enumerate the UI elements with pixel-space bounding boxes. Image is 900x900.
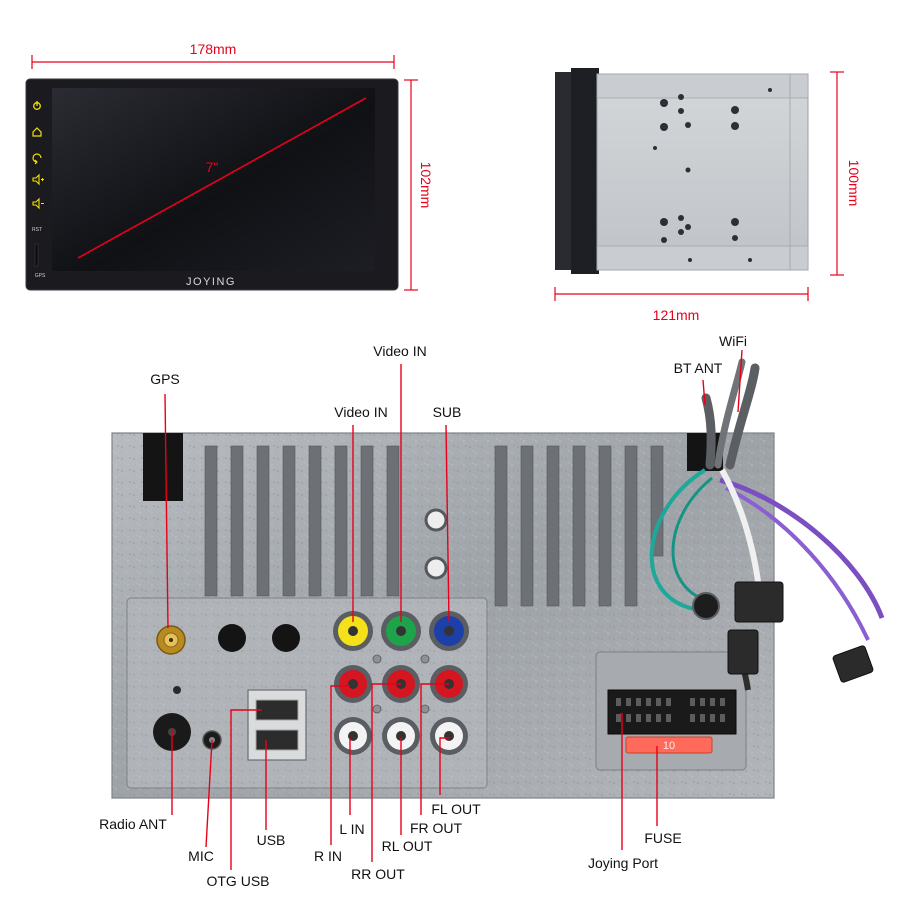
label-joying-port: Joying Port bbox=[588, 855, 658, 871]
gps-housing bbox=[143, 433, 183, 501]
label-fr-out: FR OUT bbox=[410, 820, 463, 836]
gps-antenna-connector bbox=[156, 625, 186, 655]
head-unit-screen bbox=[52, 88, 375, 271]
label-bt-ant: BT ANT bbox=[674, 360, 723, 376]
side-width-label: 121mm bbox=[653, 307, 700, 323]
rca-l-in-white bbox=[334, 717, 372, 755]
otg-usb-port bbox=[255, 699, 299, 721]
callout-mic bbox=[205, 739, 213, 848]
bt-port-hole bbox=[272, 624, 300, 652]
rca-video-in-green bbox=[381, 611, 421, 651]
side-bezel-edge bbox=[555, 72, 575, 270]
side-chassis-panel bbox=[596, 73, 809, 271]
vent-slots bbox=[204, 445, 664, 607]
brand-logo: JOYING bbox=[186, 276, 236, 288]
rca-r-in-red bbox=[334, 665, 372, 703]
callout-lines bbox=[164, 349, 743, 870]
callout-bt-ant bbox=[702, 379, 706, 406]
side-chassis-top-rail bbox=[596, 73, 809, 99]
joying-port-pins bbox=[616, 698, 725, 722]
side-mounting-holes bbox=[653, 88, 772, 262]
label-gps: GPS bbox=[150, 371, 180, 387]
callout-sub bbox=[445, 424, 450, 623]
label-video-in: Video IN bbox=[334, 404, 387, 420]
label-wifi: WiFi bbox=[719, 333, 747, 349]
rear-view: 10 bbox=[111, 358, 885, 799]
side-bezel-lip bbox=[571, 68, 599, 274]
small-screw bbox=[173, 686, 181, 694]
fuse bbox=[625, 736, 713, 754]
home-icon bbox=[32, 127, 42, 137]
rca-fl-out-white bbox=[430, 717, 468, 755]
callout-wifi bbox=[737, 349, 743, 413]
label-rl-out: RL OUT bbox=[382, 838, 433, 854]
label-l-in: L IN bbox=[339, 821, 364, 837]
callout-joying-port bbox=[620, 713, 623, 850]
label-sub: SUB bbox=[433, 404, 462, 420]
label-mic: MIC bbox=[188, 848, 214, 864]
chassis-hole-upper bbox=[424, 508, 448, 532]
callout-r-in bbox=[330, 685, 350, 845]
callout-gps bbox=[164, 393, 169, 629]
purple-wire-harness bbox=[719, 477, 885, 619]
label-usb: USB bbox=[257, 832, 286, 848]
screen-diagonal-line bbox=[77, 97, 367, 259]
front-height-label: 102mm bbox=[418, 162, 434, 209]
usb-port bbox=[255, 729, 299, 751]
label-r-in: R IN bbox=[314, 848, 342, 864]
rca-sub-blue bbox=[429, 611, 469, 651]
port-labels: GPS Video IN Video IN SUB BT ANT WiFi Ra… bbox=[99, 333, 747, 889]
purple-wire-harness-2 bbox=[725, 486, 870, 641]
joying-port bbox=[607, 689, 737, 735]
rca-video-in-yellow bbox=[333, 611, 373, 651]
purple-wire-plug bbox=[832, 645, 874, 683]
side-height-label: 100mm bbox=[846, 160, 862, 207]
callout-otg-usb bbox=[230, 709, 262, 870]
green-wire-harness bbox=[649, 468, 707, 612]
bt-antenna-cable bbox=[701, 393, 716, 470]
rca-rl-out-white bbox=[382, 717, 420, 755]
power-icon bbox=[33, 101, 41, 110]
volume-up-icon bbox=[32, 173, 44, 186]
chassis-hole-lower bbox=[424, 556, 448, 580]
front-width-label: 178mm bbox=[190, 41, 237, 57]
volume-down-icon bbox=[32, 197, 44, 210]
harness-plug-2 bbox=[727, 629, 759, 675]
label-fuse: FUSE bbox=[644, 830, 681, 846]
screen-diagonal-label: 7" bbox=[206, 159, 219, 175]
gps-front-label: GPS bbox=[35, 273, 46, 279]
back-icon bbox=[32, 153, 42, 165]
ant-port-hole bbox=[692, 592, 720, 620]
label-otg-usb: OTG USB bbox=[206, 873, 269, 889]
side-view: 100mm 121mm bbox=[554, 68, 862, 323]
sd-card-slot bbox=[34, 243, 39, 267]
fuse-value: 10 bbox=[663, 740, 675, 752]
label-rr-out: RR OUT bbox=[351, 866, 405, 882]
label-fl-out: FL OUT bbox=[431, 801, 481, 817]
wifi-antenna-cable bbox=[725, 363, 760, 470]
wifi-port-hole bbox=[218, 624, 246, 652]
connector-plate-texture bbox=[127, 598, 487, 788]
callout-rr-out bbox=[371, 683, 401, 862]
rst-label: RST bbox=[32, 227, 42, 233]
rca-screws bbox=[372, 654, 430, 714]
front-view: 178mm 7" RST GPS JOYING bbox=[25, 41, 434, 291]
callout-fr-out bbox=[420, 683, 449, 815]
label-radio-ant: Radio ANT bbox=[99, 816, 167, 832]
green-wire-harness-2 bbox=[671, 476, 713, 604]
side-chassis-bottom-rail bbox=[596, 245, 809, 271]
callout-fl-out bbox=[439, 737, 449, 795]
label-video-in-top: Video IN bbox=[373, 343, 426, 359]
harness-plug bbox=[734, 581, 784, 623]
